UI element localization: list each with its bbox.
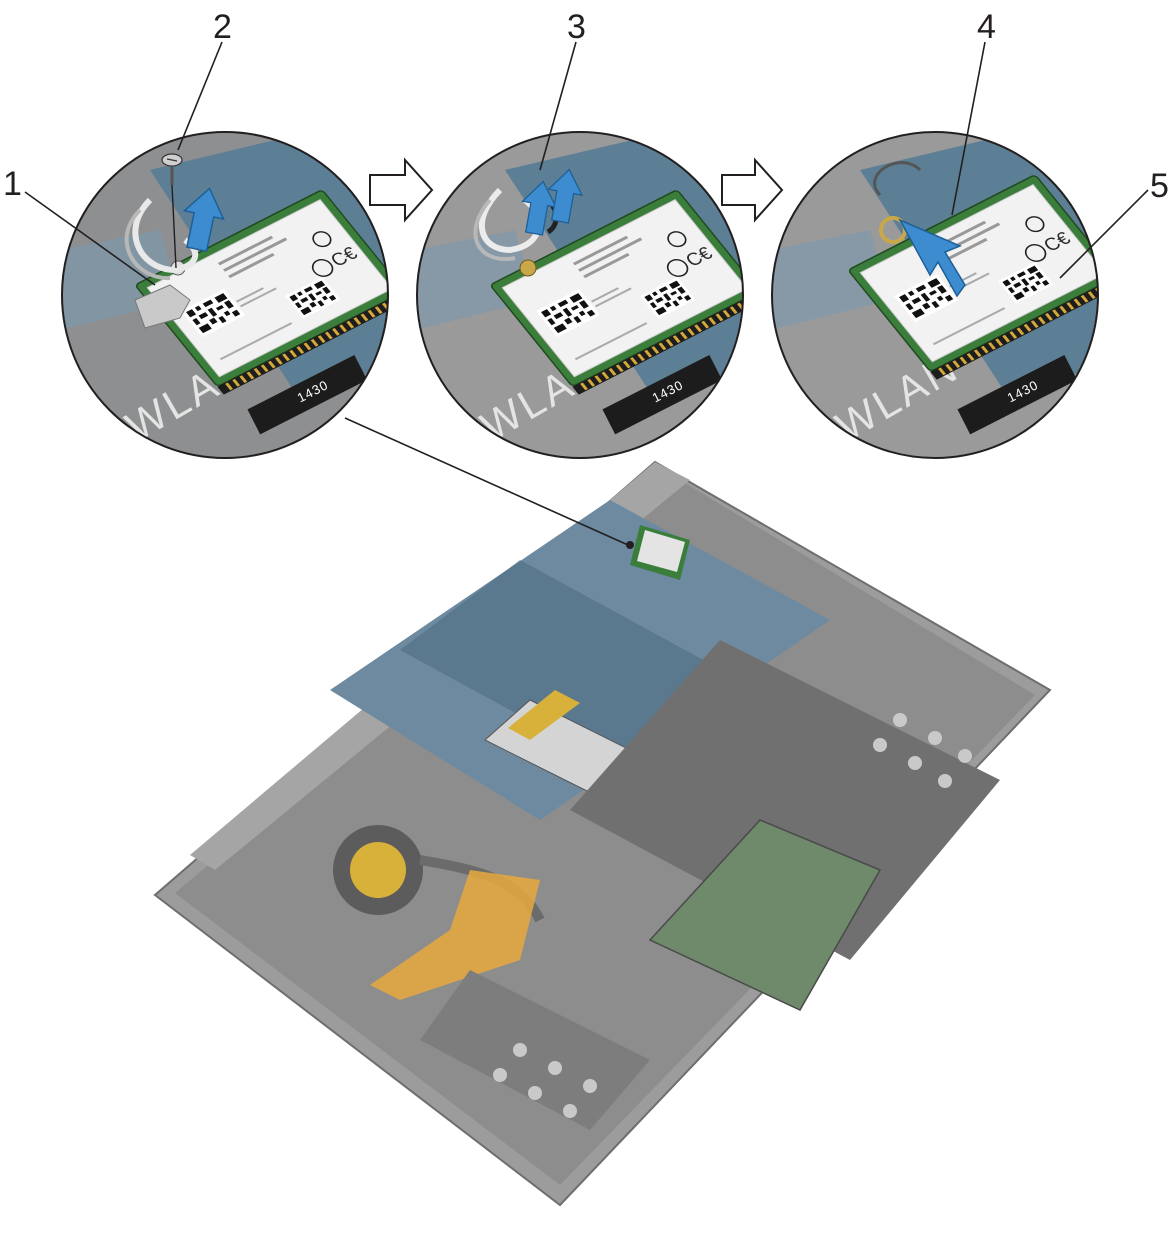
step-arrow-icon-2 [721,157,784,223]
laptop-base-overview [153,460,1052,1207]
screw-icon [161,153,183,185]
detail-leader-line [344,417,629,546]
callout-4-label: 4 [977,8,996,46]
callout-5: 5 [1059,167,1169,279]
callout-3: 3 [539,8,586,171]
callout-5-label: 5 [1150,167,1169,205]
callout-1: 1 [3,165,156,286]
callout-1-label: 1 [3,165,22,203]
step-3-detail-view: WLAN 1430 [771,131,1099,459]
step-2-detail-view: WLAN 1430 [416,131,744,459]
slide-out-arrow-icon [898,218,966,298]
callout-2-label: 2 [213,8,232,46]
callout-2: 2 [177,8,232,151]
step-1-detail-view: WLAN 1430 [61,131,389,459]
callout-4: 4 [951,8,996,216]
callout-3-label: 3 [567,8,586,46]
step-arrow-icon-1 [369,157,434,223]
